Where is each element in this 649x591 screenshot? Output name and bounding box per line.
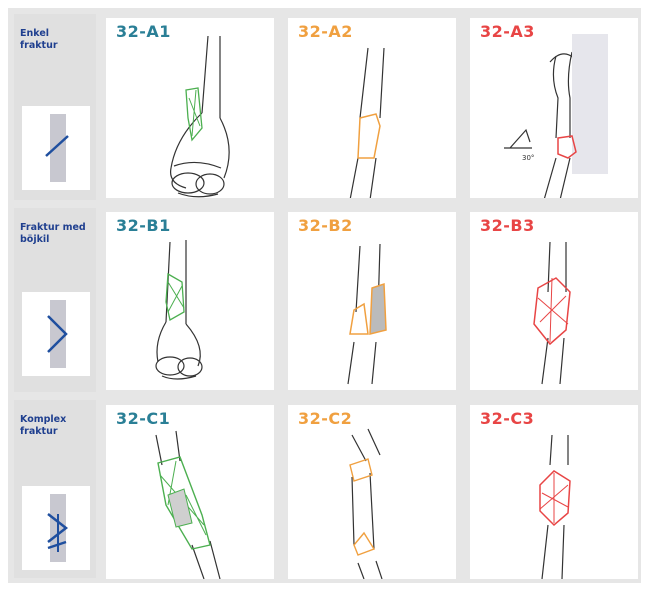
- bone-diagram-b1: [106, 212, 274, 390]
- panel-code: 32-C1: [116, 409, 170, 428]
- bone-diagram-a1: [106, 18, 274, 198]
- row-title-c: Komplex fraktur: [20, 414, 66, 438]
- panel-32-b2: 32-B2: [288, 212, 456, 390]
- row-title-b: Fraktur med böjkil: [20, 222, 86, 246]
- row-label-c: Komplex fraktur: [14, 400, 96, 578]
- angle-label: 30°: [522, 154, 534, 162]
- simple-fracture-symbol: [22, 106, 90, 190]
- panel-code: 32-C2: [298, 409, 352, 428]
- panel-32-a1: 32-A1: [106, 18, 274, 198]
- row-label-a: Enkel fraktur: [14, 14, 96, 200]
- bone-diagram-c3: [470, 405, 638, 579]
- panel-code: 32-B3: [480, 216, 535, 235]
- panel-32-b3: 32-B3: [470, 212, 638, 390]
- bone-diagram-b2: [288, 212, 456, 390]
- panel-code: 32-C3: [480, 409, 534, 428]
- wedge-fracture-icon: [22, 292, 90, 376]
- panel-code: 32-A3: [480, 22, 535, 41]
- bone-diagram-c1: [106, 405, 274, 579]
- panel-code: 32-A1: [116, 22, 171, 41]
- complex-fracture-icon: [22, 486, 90, 570]
- wedge-fracture-symbol: [22, 292, 90, 376]
- panel-32-c2: 32-C2: [288, 405, 456, 579]
- row-label-b: Fraktur med böjkil: [14, 208, 96, 392]
- complex-fracture-symbol: [22, 486, 90, 570]
- row-title-a: Enkel fraktur: [20, 28, 58, 52]
- panel-32-a3: 30° 32-A3: [470, 18, 638, 198]
- panel-code: 32-A2: [298, 22, 353, 41]
- bone-diagram-b3: [470, 212, 638, 390]
- bone-diagram-a2: [288, 18, 456, 198]
- panel-32-b1: 32-B1: [106, 212, 274, 390]
- bone-diagram-a3: 30°: [470, 18, 638, 198]
- panel-32-c1: 32-C1: [106, 405, 274, 579]
- bone-diagram-c2: [288, 405, 456, 579]
- panel-32-a2: 32-A2: [288, 18, 456, 198]
- panel-32-c3: 32-C3: [470, 405, 638, 579]
- panel-code: 32-B2: [298, 216, 353, 235]
- simple-fracture-icon: [22, 106, 90, 190]
- panel-code: 32-B1: [116, 216, 171, 235]
